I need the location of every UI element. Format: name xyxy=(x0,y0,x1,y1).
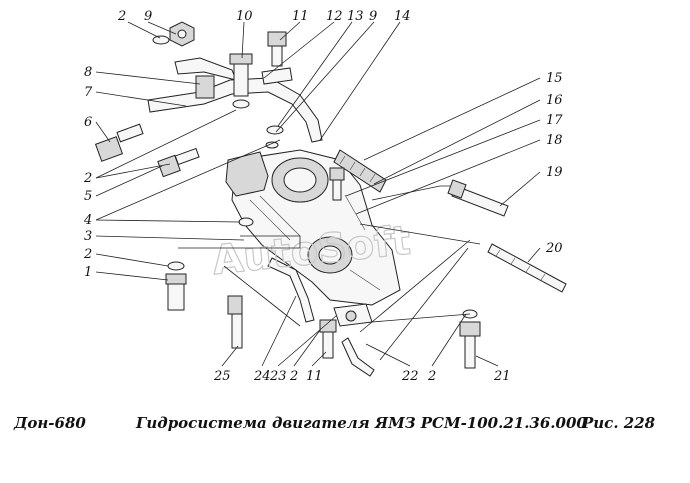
caption-bar: Дон-680 Гидросистема двигателя ЯМЗ РСМ-1… xyxy=(0,408,690,438)
callout-1: 1 xyxy=(84,265,92,280)
callout-3: 3 xyxy=(84,229,92,244)
callout-24: 24 xyxy=(253,369,271,384)
callout-5: 5 xyxy=(84,189,92,204)
callout-15: 15 xyxy=(546,71,563,86)
washer-2-top xyxy=(152,35,170,45)
callout-8: 8 xyxy=(84,65,92,80)
callout-9: 9 xyxy=(369,9,377,24)
callout-4: 4 xyxy=(83,213,92,228)
hose-19 xyxy=(447,179,509,217)
nut-9-top xyxy=(169,21,195,47)
hydraulic-system-diagram: AutoSoft xyxy=(83,9,567,384)
bracket-12 xyxy=(261,67,293,85)
callout-7: 7 xyxy=(84,85,93,100)
pipe-22 xyxy=(341,337,375,377)
callout-2: 2 xyxy=(289,369,298,384)
callout-25: 25 xyxy=(213,369,231,384)
callout-13: 13 xyxy=(347,9,364,24)
callout-12: 12 xyxy=(326,9,343,24)
bolt-17-18 xyxy=(329,167,345,201)
callout-2: 2 xyxy=(427,369,436,384)
callout-10: 10 xyxy=(236,9,253,24)
bolt-21 xyxy=(459,309,481,369)
callout-11: 11 xyxy=(292,9,309,24)
flange-23 xyxy=(333,303,373,327)
fitting-25 xyxy=(227,295,243,349)
figure-number: Рис. 228 xyxy=(582,414,656,432)
callout-11: 11 xyxy=(306,369,323,384)
callout-17: 17 xyxy=(546,113,563,128)
callout-9: 9 xyxy=(144,9,152,24)
bolt-6 xyxy=(94,123,144,162)
callout-22: 22 xyxy=(401,369,419,384)
callout-16: 16 xyxy=(546,93,563,108)
callout-6: 6 xyxy=(84,115,92,130)
bolt-1 xyxy=(165,273,187,285)
callout-23: 23 xyxy=(269,369,287,384)
callout-20: 20 xyxy=(545,241,563,256)
hose-20 xyxy=(487,243,567,293)
bolt-11-top xyxy=(267,31,287,67)
figure-caption: Гидросистема двигателя ЯМЗ РСМ-100.21.36… xyxy=(136,414,587,432)
callout-18: 18 xyxy=(546,133,563,148)
callout-labels: 2 9 10 11 12 13 9 14 8 7 6 2 5 4 3 2 1 1… xyxy=(83,9,563,384)
callout-2: 2 xyxy=(117,9,126,24)
bolt-5 xyxy=(157,147,200,178)
pipe-24 xyxy=(267,257,315,323)
document-code: Дон-680 xyxy=(14,414,86,432)
callout-19: 19 xyxy=(546,165,563,180)
callout-2: 2 xyxy=(83,171,92,186)
callout-2: 2 xyxy=(83,247,92,262)
callout-21: 21 xyxy=(493,369,511,384)
bolt-10 xyxy=(229,53,253,109)
bolt-11-bottom xyxy=(319,319,337,359)
pump-housing xyxy=(225,149,401,306)
hose-15 xyxy=(333,149,387,193)
callout-14: 14 xyxy=(394,9,411,24)
leader-lines xyxy=(95,21,541,367)
